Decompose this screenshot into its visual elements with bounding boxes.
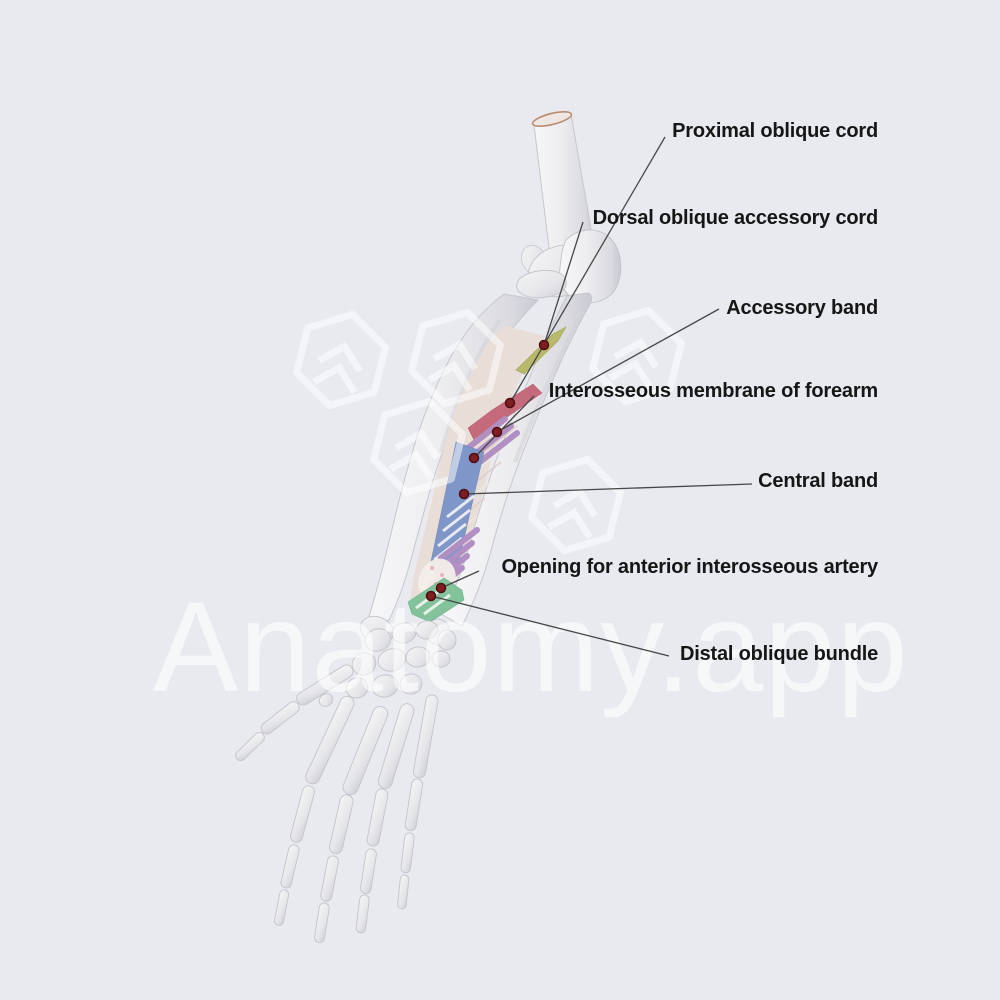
leader-line-central-band <box>463 483 753 495</box>
marker-dot-proximal-oblique-cord <box>504 397 516 409</box>
label-distal-oblique-bundle: Distal oblique bundle <box>679 643 878 665</box>
leader-lines <box>430 136 753 657</box>
marker-dot-interosseous-membrane-of-forearm <box>468 452 480 464</box>
marker-dot-central-band <box>458 488 470 500</box>
metacarpal-bones <box>296 664 439 796</box>
leader-line-interosseous-membrane-of-forearm <box>473 395 535 459</box>
label-opening-for-anterior-interosseous-artery: Opening for anterior interosseous artery <box>501 556 878 578</box>
label-accessory-band: Accessory band <box>726 297 878 319</box>
leader-line-accessory-band <box>496 308 720 433</box>
leader-line-dorsal-oblique-accessory-cord <box>543 221 584 346</box>
radial-head <box>516 270 567 299</box>
finger-phalanges <box>235 701 424 944</box>
hand-skeleton <box>235 620 457 944</box>
label-proximal-oblique-cord: Proximal oblique cord <box>672 120 878 142</box>
humerus-cut-surface <box>531 110 573 128</box>
carpal-bones <box>318 620 457 707</box>
marker-dot-distal-oblique-bundle <box>425 590 437 602</box>
label-dorsal-oblique-accessory-cord: Dorsal oblique accessory cord <box>592 207 879 229</box>
leader-line-distal-oblique-bundle <box>430 595 670 657</box>
label-central-band: Central band <box>758 470 878 492</box>
marker-dot-dorsal-oblique-accessory-cord <box>538 339 550 351</box>
leader-line-proximal-oblique-cord <box>509 136 666 404</box>
marker-dots <box>425 339 550 602</box>
marker-dot-opening-for-anterior-interosseous-artery <box>435 582 447 594</box>
leader-line-opening-for-anterior-interosseous-artery <box>440 570 480 589</box>
label-interosseous-membrane-of-forearm: Interosseous membrane of forearm <box>548 380 878 402</box>
marker-dot-accessory-band <box>491 426 503 438</box>
